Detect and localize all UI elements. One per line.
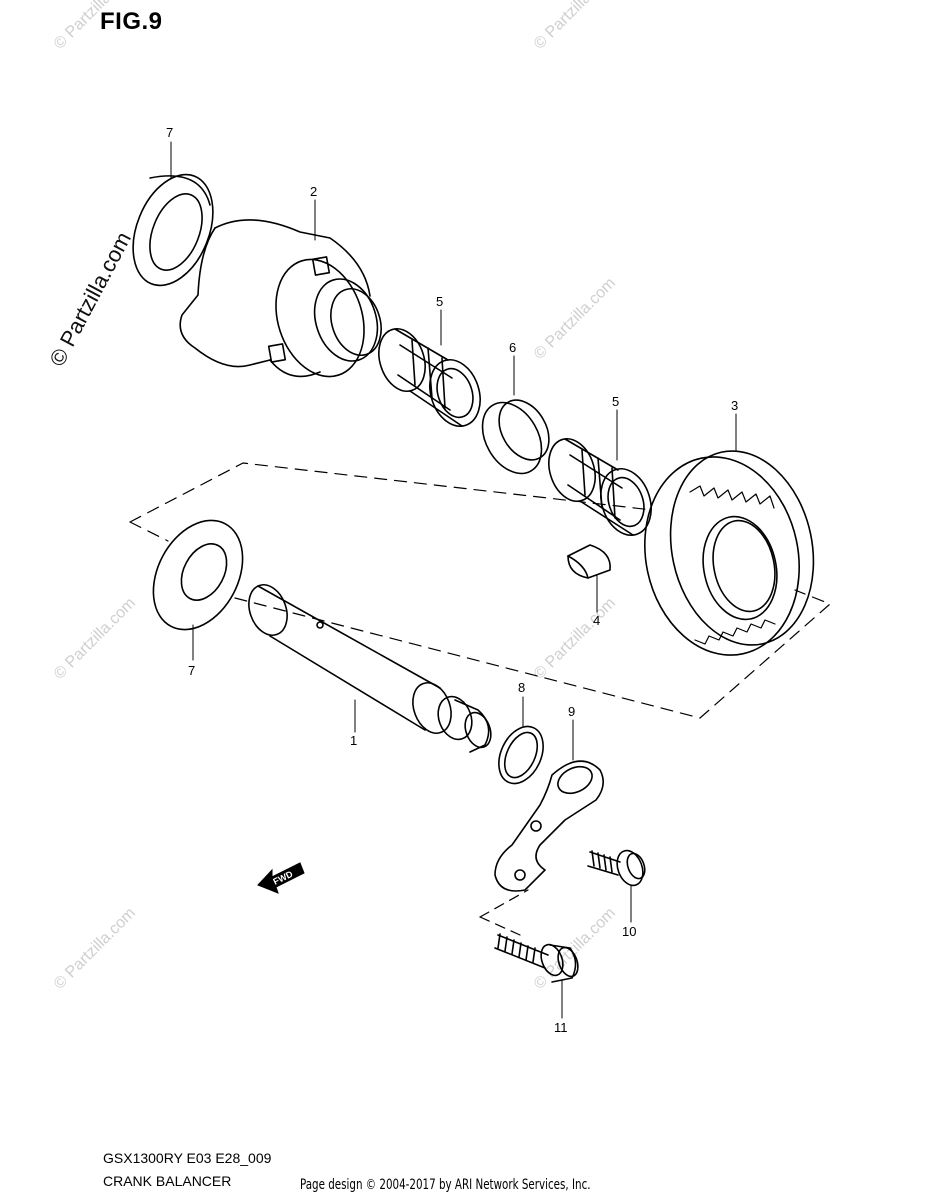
alignment-frame xyxy=(129,521,169,542)
callout-4: 4 xyxy=(593,613,600,628)
balancer-weight[interactable] xyxy=(179,219,389,388)
oil-seal-upper[interactable] xyxy=(118,163,228,298)
watermark-text: © Partzilla.com xyxy=(51,905,139,993)
page-design-footer: Page design © 2004-2017 by ARI Network S… xyxy=(300,1177,591,1193)
alignment-frame xyxy=(234,589,831,719)
alignment-frame xyxy=(129,462,653,523)
needle-bearing-lower[interactable] xyxy=(541,433,659,542)
balancer-lever[interactable] xyxy=(494,760,604,892)
watermark-text: © Partzilla.com xyxy=(531,905,619,993)
bolt-long[interactable] xyxy=(494,933,582,983)
woodruff-key[interactable] xyxy=(567,544,611,579)
washer[interactable] xyxy=(490,719,552,790)
callout-3: 3 xyxy=(731,398,738,413)
figure-title: FIG.9 xyxy=(100,8,163,35)
watermark-text: © Partzilla.com xyxy=(51,595,139,683)
balancer-driven-gear[interactable] xyxy=(627,438,831,670)
oil-seal-lower[interactable] xyxy=(135,505,260,645)
callout-5: 5 xyxy=(612,394,619,409)
callout-11: 11 xyxy=(554,1020,568,1035)
watermark-text: © Partzilla.com xyxy=(531,595,619,683)
callout-6: 6 xyxy=(509,340,516,355)
callout-10: 10 xyxy=(622,924,636,939)
leader-lines xyxy=(170,141,737,1019)
model-code: GSX1300RY E03 E28_009 xyxy=(103,1150,272,1166)
callout-5: 5 xyxy=(436,294,443,309)
needle-bearing-upper[interactable] xyxy=(371,323,488,433)
spacer[interactable] xyxy=(470,391,559,484)
watermark-text: © Partzilla.com xyxy=(531,275,619,363)
fwd-direction-arrow: FWD xyxy=(257,862,305,894)
callout-7: 7 xyxy=(188,663,195,678)
callout-2: 2 xyxy=(310,184,317,199)
callout-9: 9 xyxy=(568,704,575,719)
watermark-main: © Partzilla.com xyxy=(44,228,136,371)
callout-numbers: 7 2 5 6 5 3 4 7 1 8 9 10 11 xyxy=(166,125,738,1035)
bolt-short[interactable] xyxy=(587,847,648,889)
alignment-frame xyxy=(479,889,529,918)
watermark-text: © Partzilla.com xyxy=(531,0,619,53)
callout-8: 8 xyxy=(518,680,525,695)
alignment-frame xyxy=(479,916,521,936)
watermark-text: © Partzilla.com xyxy=(51,0,139,53)
assembly-name: CRANK BALANCER xyxy=(103,1173,232,1189)
callout-7: 7 xyxy=(166,125,173,140)
callout-1: 1 xyxy=(350,733,357,748)
balancer-shaft[interactable] xyxy=(242,579,495,753)
